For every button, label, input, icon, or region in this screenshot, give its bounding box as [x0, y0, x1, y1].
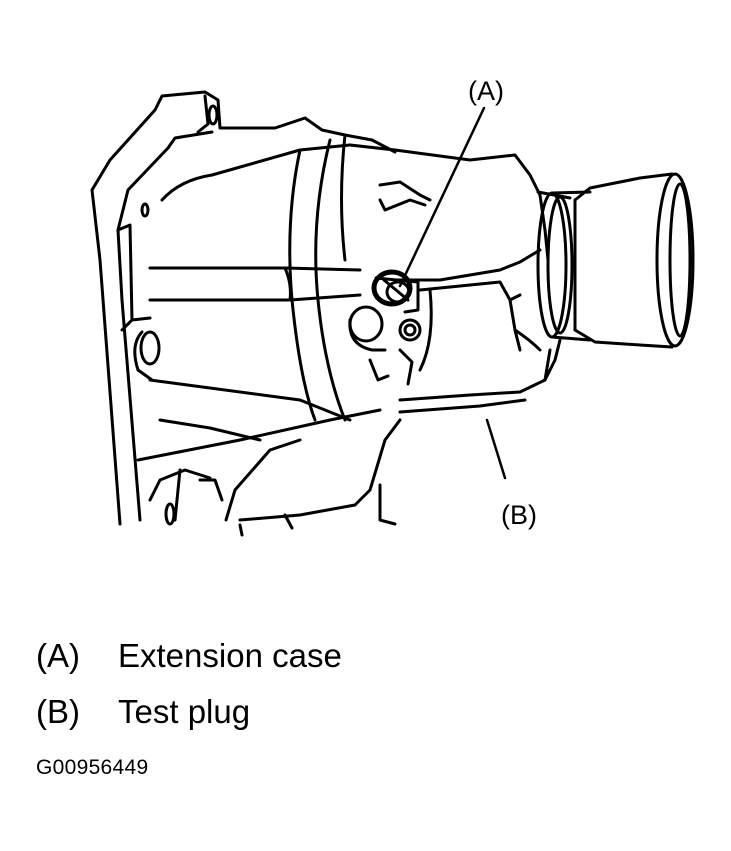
figure-id: G00956449: [36, 756, 149, 779]
extension-case: [348, 138, 562, 414]
legend-label: Test plug: [118, 693, 251, 730]
case-body: [136, 133, 402, 537]
legend: (A) Extension case (B) Test plug: [36, 634, 342, 746]
callout-label-b: (B): [501, 500, 537, 530]
callout-label-a: (A): [468, 76, 504, 106]
transmission-diagram: (A) (B): [90, 76, 695, 537]
legend-key: (A): [36, 637, 80, 674]
legend-label: Extension case: [118, 637, 342, 674]
legend-item-b: (B) Test plug: [36, 690, 342, 746]
leader-line-b: [485, 418, 507, 480]
legend-item-a: (A) Extension case: [36, 634, 342, 690]
leader-line-a: [398, 106, 486, 288]
case-flange: [90, 90, 374, 526]
legend-key: (B): [36, 693, 80, 730]
test-plug-area: [348, 269, 422, 386]
output-housing: [536, 172, 695, 349]
